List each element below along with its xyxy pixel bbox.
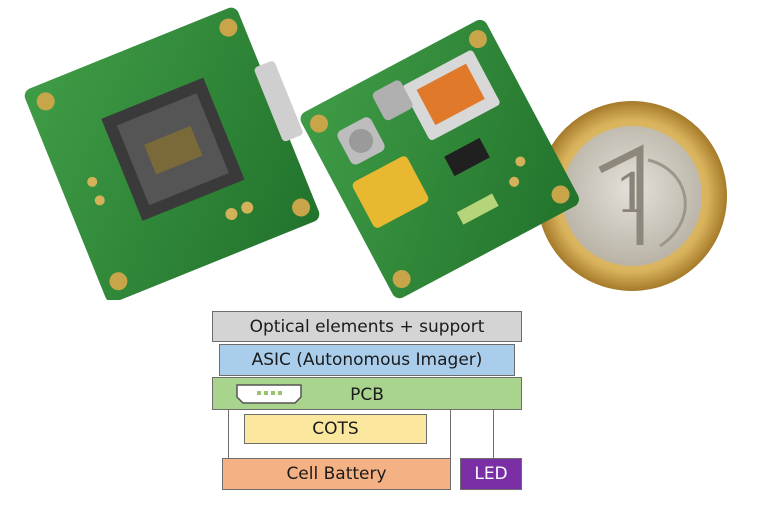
- hardware-photo: 1: [24, 7, 727, 300]
- camera-board-icon: [24, 7, 320, 300]
- asic-layer: ASIC (Autonomous Imager): [219, 344, 515, 376]
- pcb-layer: PCB: [212, 377, 522, 410]
- connector-line-led: [493, 410, 494, 458]
- cell-battery-layer: Cell Battery: [222, 458, 451, 490]
- euro-coin-icon: 1: [537, 101, 727, 291]
- connector-line-battery: [450, 410, 451, 458]
- led-layer: LED: [460, 458, 522, 490]
- svg-text:1: 1: [615, 162, 649, 225]
- connector-line-left: [228, 410, 229, 458]
- usb-connector-icon: [236, 384, 302, 404]
- pcb-label: PCB: [350, 385, 384, 405]
- optical-elements-layer: Optical elements + support: [212, 311, 522, 342]
- cots-layer: COTS: [244, 414, 427, 444]
- electronics-board-icon: [300, 19, 579, 299]
